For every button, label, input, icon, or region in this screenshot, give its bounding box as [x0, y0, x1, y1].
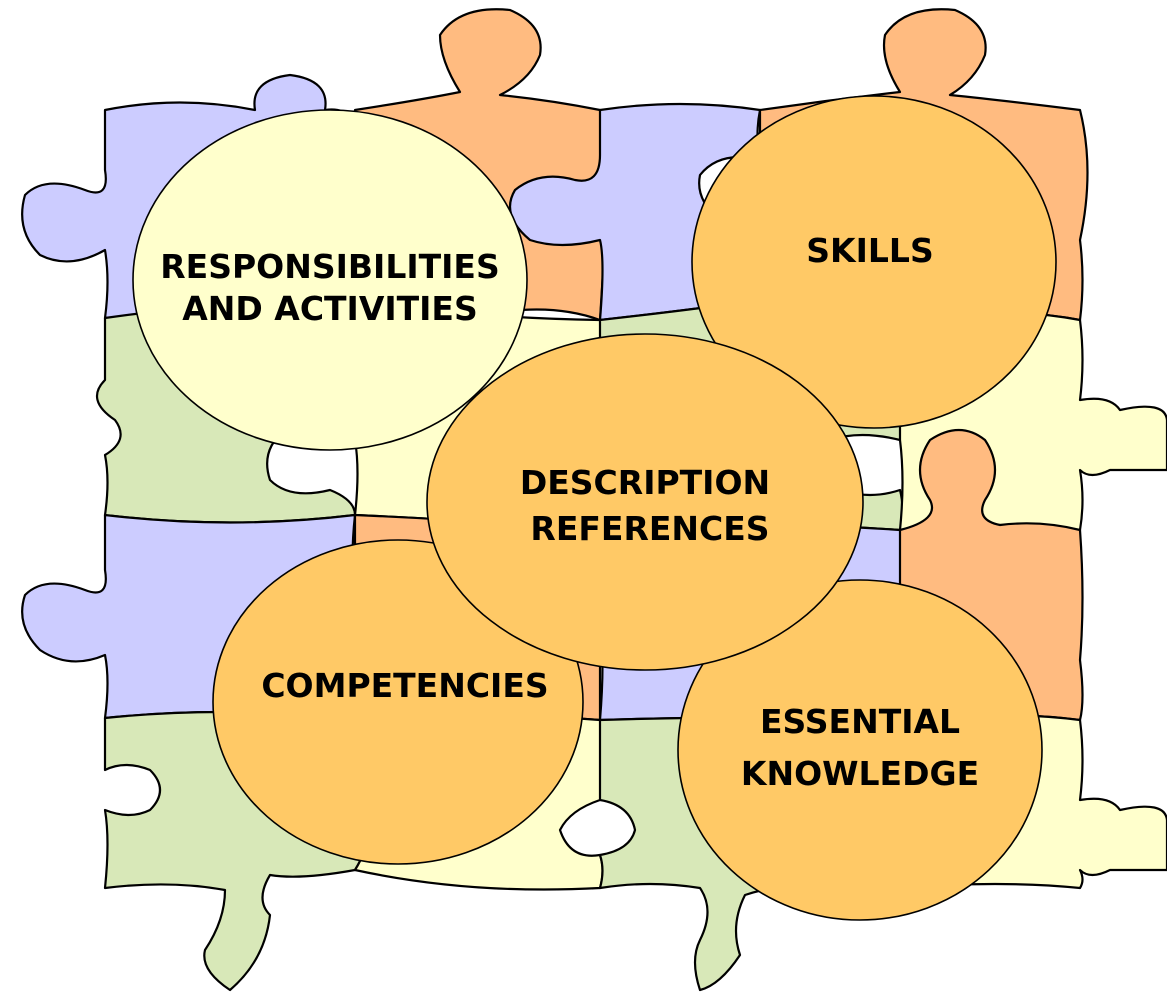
description-line-1: DESCRIPTION — [520, 463, 770, 502]
concept-bubbles: RESPONSIBILITIES AND ACTIVITIES SKILLS C… — [132, 95, 1057, 921]
bubble-skills: SKILLS — [691, 95, 1057, 429]
description-line-2: REFERENCES — [530, 509, 769, 548]
bubble-knowledge: ESSENTIAL KNOWLEDGE — [677, 579, 1043, 921]
responsibilities-line-1: RESPONSIBILITIES — [160, 247, 499, 286]
competencies-label: COMPETENCIES — [261, 666, 548, 705]
skills-label: SKILLS — [806, 231, 933, 270]
knowledge-line-1: ESSENTIAL — [760, 702, 960, 741]
bubble-responsibilities: RESPONSIBILITIES AND ACTIVITIES — [132, 109, 528, 451]
knowledge-line-2: KNOWLEDGE — [741, 754, 979, 793]
bubble-description: DESCRIPTION REFERENCES — [426, 333, 864, 671]
responsibilities-line-2: AND ACTIVITIES — [182, 289, 478, 328]
